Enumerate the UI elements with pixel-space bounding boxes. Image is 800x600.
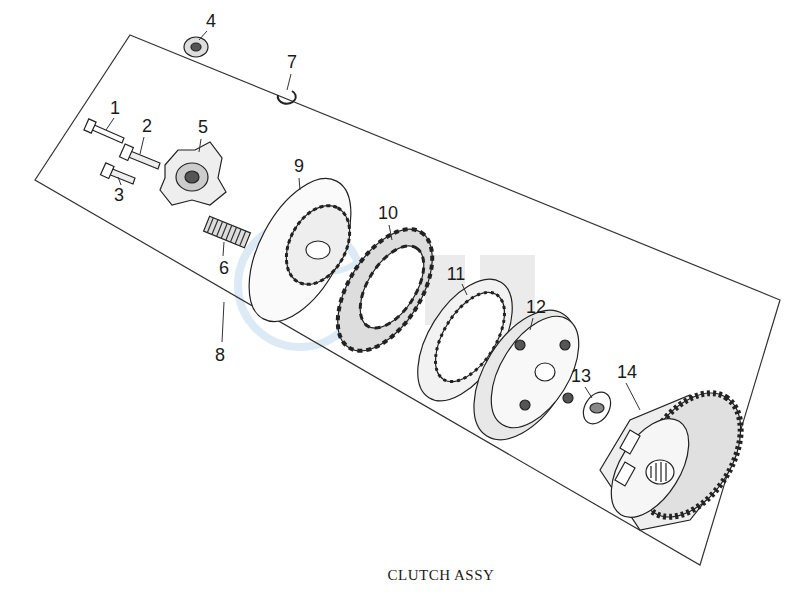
callout-number: 1 [110,98,120,118]
callout-position: 3 [114,186,124,205]
callout-number: 2 [142,116,152,136]
callout-position: 11 [447,265,466,284]
callout-number: 4 [206,11,216,31]
callout-position: 4 [206,12,216,31]
callout-number: 5 [198,117,208,137]
callout-number: 3 [114,185,124,205]
callout-number: 8 [215,345,225,365]
callout-position: 10 [378,204,398,223]
callout-number: 6 [219,258,229,278]
callout-position: 9 [294,157,304,176]
callout-number: 12 [526,297,546,317]
parts [84,37,762,535]
callout-position: 8 [215,346,225,365]
callout-position: 2 [142,117,152,136]
callout-number: 9 [294,156,304,176]
callout-number: 7 [287,52,297,72]
callout-number: 11 [447,264,466,284]
callout-position: 1 [110,99,120,118]
callout-position: 7 [287,53,297,72]
caption-position: CLUTCH ASSY [388,566,495,584]
callout-position: 6 [219,259,229,278]
callout-number: 14 [617,362,637,382]
callout-position: 12 [526,298,546,317]
leader-lines [106,31,640,410]
diagram-caption: CLUTCH ASSY [388,567,495,583]
callout-position: 13 [571,367,591,386]
callout-number: 10 [378,203,398,223]
callout-number: 13 [571,366,591,386]
callout-position: 5 [198,118,208,137]
callout-position: 14 [617,363,637,382]
frame-outline [35,35,780,565]
